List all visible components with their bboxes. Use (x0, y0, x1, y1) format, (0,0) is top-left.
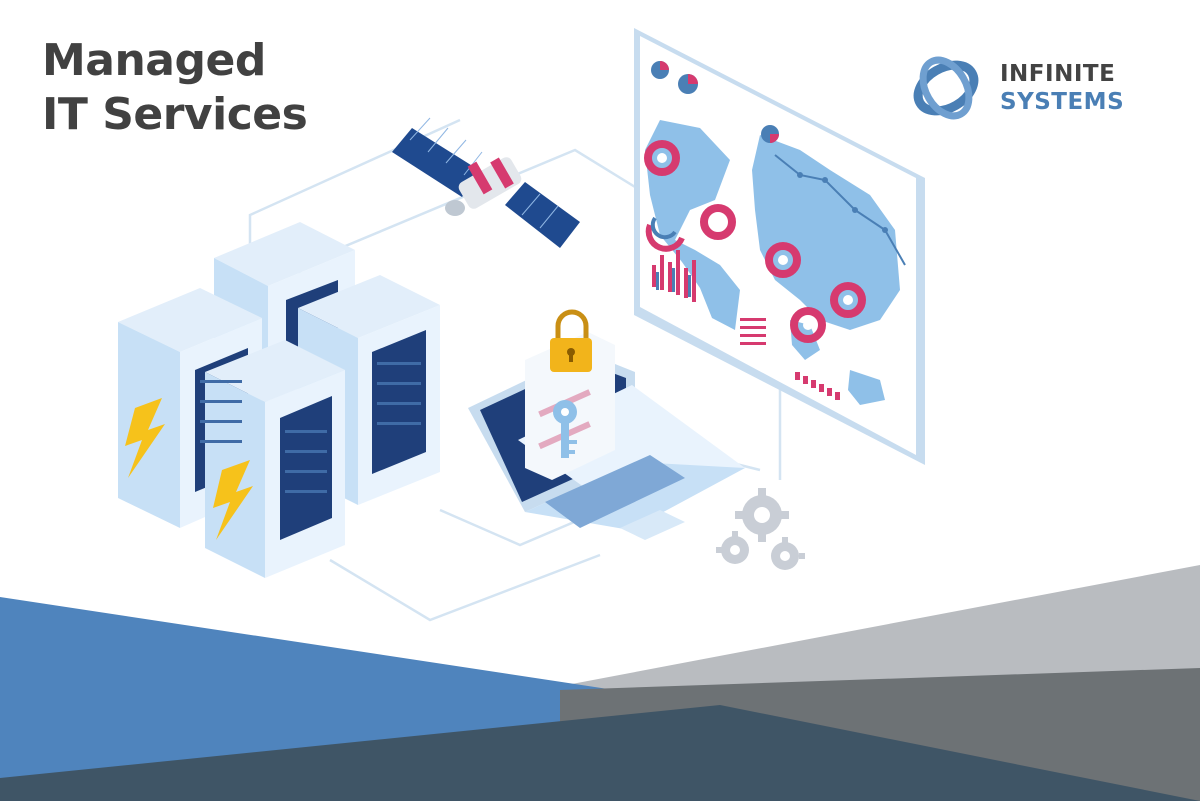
title-line-1: Managed (42, 35, 266, 86)
gear-icon (735, 488, 789, 542)
server-racks (118, 222, 440, 578)
laptop-icon (468, 309, 745, 540)
world-map-dashboard-icon (634, 28, 925, 465)
satellite-icon (392, 117, 580, 248)
brand-name-line-1: INFINITE (1000, 61, 1116, 87)
bottom-bands (0, 565, 1200, 801)
gears (716, 488, 805, 570)
lightning-bolt-icon (213, 460, 253, 540)
brand-name-line-2: SYSTEMS (1000, 89, 1125, 115)
infinite-loop-icon (913, 56, 979, 120)
server-rack-icon (205, 340, 345, 578)
title-line-2: IT Services (42, 89, 308, 140)
brand-logo: INFINITE SYSTEMS (908, 50, 1148, 130)
gear-icon (771, 537, 805, 570)
padlock-icon (550, 309, 592, 372)
gear-icon (716, 531, 749, 564)
lightning-bolt-icon (125, 398, 165, 478)
key-icon (553, 400, 577, 458)
page-title: Managed IT Services (42, 34, 308, 142)
